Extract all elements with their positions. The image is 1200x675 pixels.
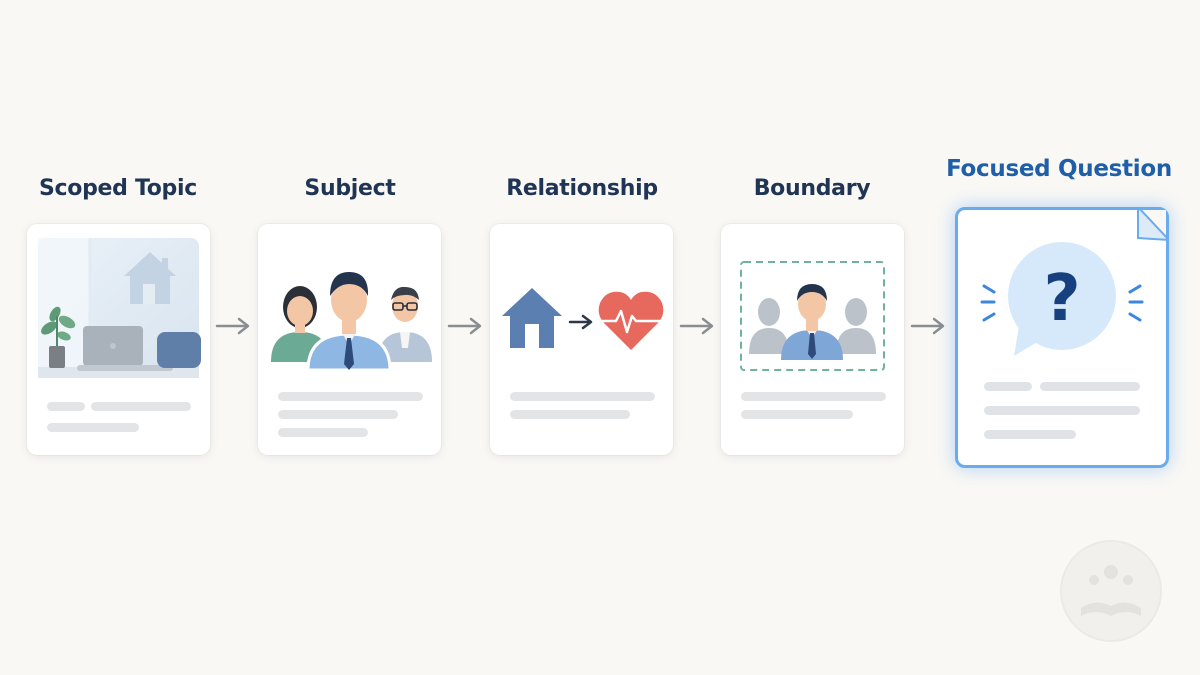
arrow-icon [910, 317, 945, 335]
dashed-frame-icon [740, 261, 885, 371]
placeholder-line [741, 392, 886, 401]
laptop-icon [77, 326, 173, 371]
scoped-topic-illustration [38, 238, 201, 378]
house-icon [502, 288, 562, 348]
step-title-subject: Subject [304, 176, 396, 201]
boundary-illustration [740, 261, 885, 371]
placeholder-line [47, 402, 85, 411]
focused-question-card: ? [955, 207, 1169, 468]
logo-watermark [1060, 540, 1162, 642]
placeholder-line [741, 410, 853, 419]
subject-card [258, 224, 441, 455]
arrow-icon [568, 314, 593, 330]
arrow-icon [679, 317, 714, 335]
arrow-icon [215, 317, 250, 335]
question-bubble-icon: ? [1008, 242, 1116, 356]
background-people [749, 298, 876, 354]
placeholder-line [510, 410, 630, 419]
emphasis-marks [980, 284, 1144, 322]
boundary-card [721, 224, 904, 455]
placeholder-line [47, 423, 139, 432]
placeholder-line [278, 392, 423, 401]
scoped-topic-card [27, 224, 210, 455]
woman-icon [271, 286, 329, 362]
focused-question-illustration: ? [980, 210, 1166, 356]
placeholder-line [984, 406, 1140, 415]
man-with-glasses-icon [378, 286, 432, 362]
placeholder-line [984, 430, 1076, 439]
placeholder-line [1040, 382, 1140, 391]
step-title-boundary: Boundary [753, 176, 871, 201]
house-icon [124, 252, 176, 304]
subject-illustration [271, 272, 432, 372]
man-icon [306, 272, 392, 372]
step-title-relationship: Relationship [506, 176, 658, 201]
placeholder-line [984, 382, 1032, 391]
plant-icon [41, 306, 76, 368]
heart-pulse-icon [598, 291, 664, 350]
arrow-icon [447, 317, 482, 335]
relationship-card [490, 224, 673, 455]
svg-text:?: ? [1043, 262, 1080, 336]
person-icon [781, 284, 843, 360]
step-title-focused-question: Focused Question [946, 156, 1172, 182]
chair-icon [157, 332, 201, 368]
document-icon [1137, 210, 1166, 241]
step-title-scoped-topic: Scoped Topic [38, 176, 197, 201]
placeholder-line [91, 402, 191, 411]
placeholder-line [278, 428, 368, 437]
relationship-illustration [502, 288, 664, 350]
placeholder-line [278, 410, 398, 419]
placeholder-line [510, 392, 655, 401]
